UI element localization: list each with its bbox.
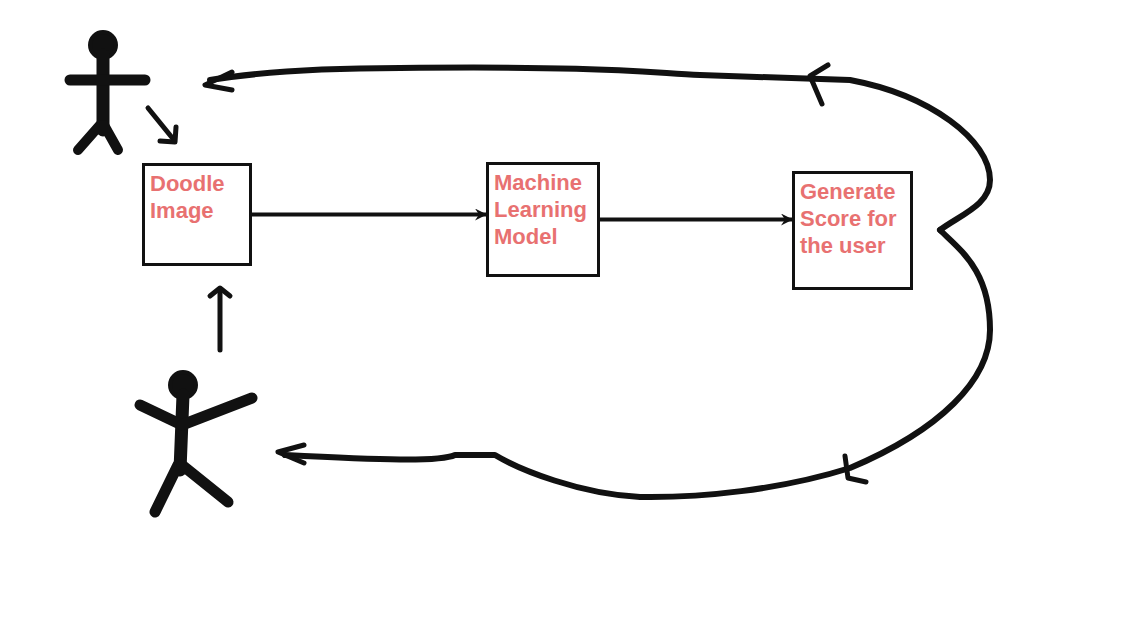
process-box: Machine Learning Model <box>486 162 600 277</box>
flow-arrow <box>252 213 486 217</box>
flow-arrow <box>600 218 792 222</box>
box-label: Doodle Image <box>150 170 244 224</box>
process-box: Doodle Image <box>142 163 252 266</box>
stick-figure <box>70 32 145 150</box>
user-arrow <box>210 288 230 350</box>
process-box: Generate Score for the user <box>792 171 913 290</box>
box-label: Generate Score for the user <box>800 178 905 259</box>
stick-figure <box>140 372 252 512</box>
feedback-loop <box>205 65 990 497</box>
user-arrow <box>148 108 176 142</box>
box-label: Machine Learning Model <box>494 169 592 250</box>
